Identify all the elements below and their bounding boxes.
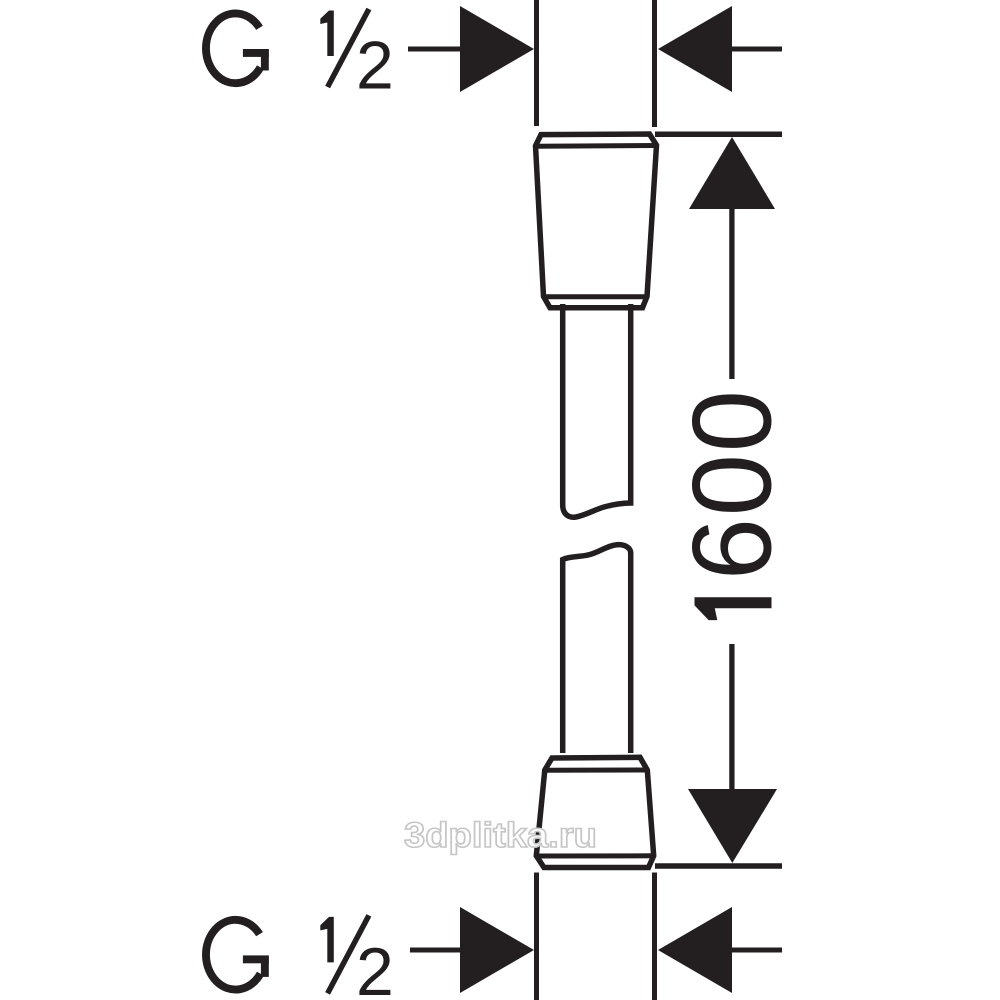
svg-text:2: 2	[356, 27, 394, 103]
svg-text:3dplitka.ru: 3dplitka.ru	[404, 816, 597, 855]
svg-text:2: 2	[356, 934, 394, 1000]
svg-text:600: 600	[669, 388, 794, 580]
